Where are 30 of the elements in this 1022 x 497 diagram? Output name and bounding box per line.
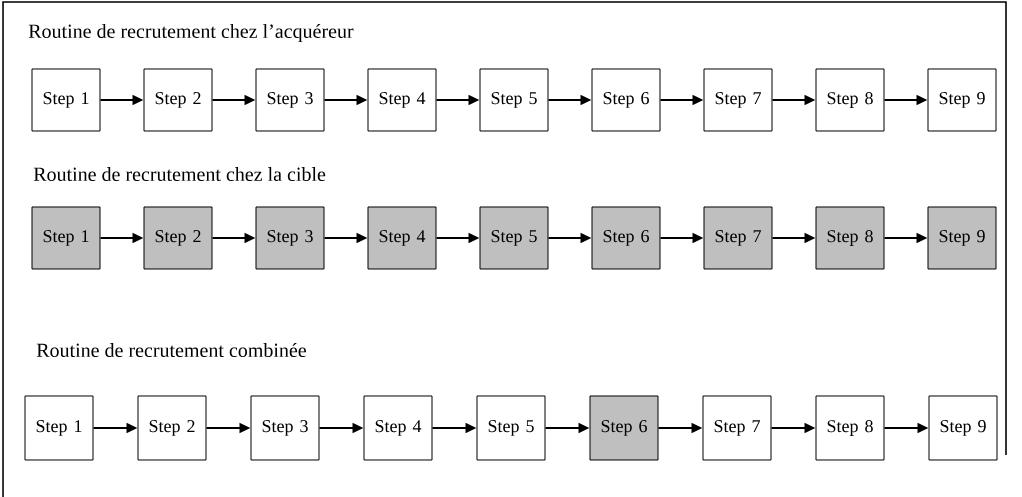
step-box: Step 1	[24, 395, 94, 461]
step-box: Step 1	[31, 68, 101, 132]
step-box: Step 8	[815, 206, 885, 270]
step-box: Step 4	[367, 68, 437, 132]
step-box: Step 4	[367, 206, 437, 270]
step-box: Step 7	[703, 206, 773, 270]
step-box: Step 9	[928, 395, 998, 461]
step-box: Step 9	[927, 206, 997, 270]
step-box: Step 5	[476, 395, 546, 461]
step-box: Step 6	[591, 68, 661, 132]
step-box: Step 2	[143, 206, 213, 270]
row-heading: Routine de recrutement chez la cible	[33, 166, 326, 181]
step-box: Step 1	[31, 206, 101, 270]
step-box: Step 5	[479, 206, 549, 270]
step-box: Step 4	[363, 395, 433, 461]
step-box: Step 5	[479, 68, 549, 132]
step-box: Step 2	[143, 68, 213, 132]
step-box: Step 9	[927, 68, 997, 132]
step-box: Step 6	[589, 395, 659, 461]
step-box: Step 6	[591, 206, 661, 270]
step-box: Step 3	[255, 68, 325, 132]
step-box: Step 2	[137, 395, 207, 461]
row-heading: Routine de recrutement chez l’acquéreur	[28, 23, 354, 43]
step-box: Step 3	[250, 395, 320, 461]
step-box: Step 8	[815, 68, 885, 132]
step-box: Step 3	[255, 206, 325, 270]
step-box: Step 7	[702, 395, 772, 461]
step-box: Step 8	[815, 395, 885, 461]
row-heading: Routine de recrutement combinée	[36, 342, 306, 358]
step-box: Step 7	[703, 68, 773, 132]
